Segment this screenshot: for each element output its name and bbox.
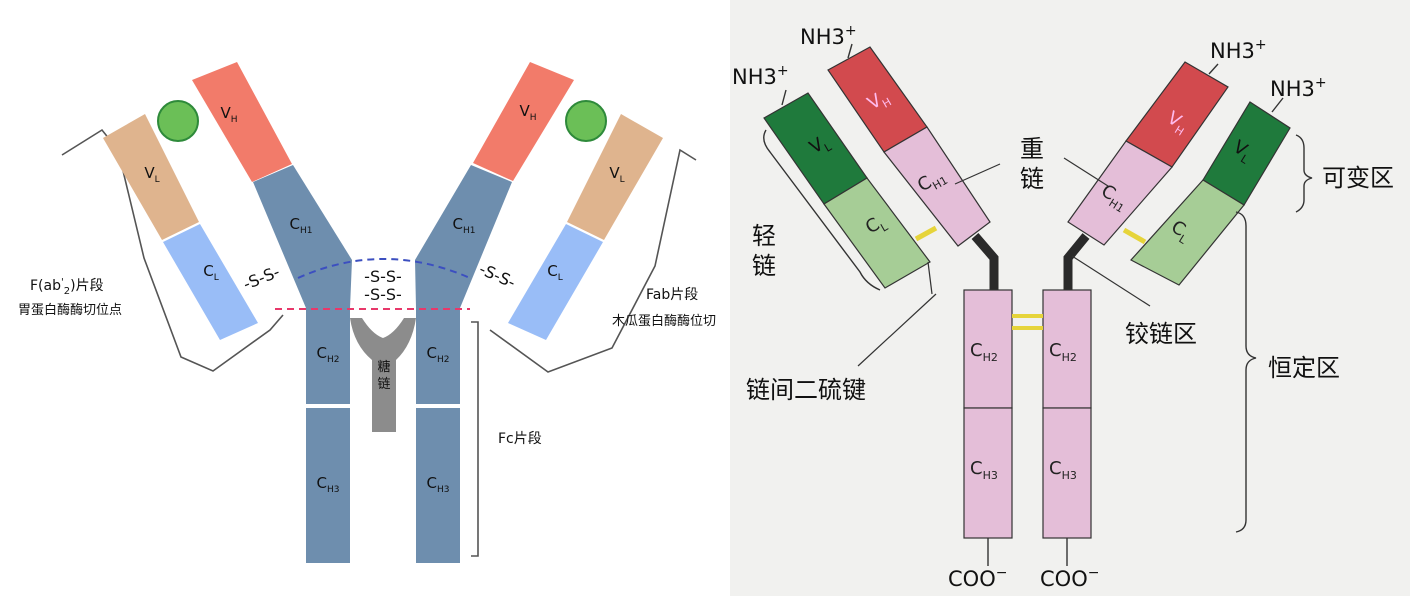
ch3-right-label: CH3: [427, 474, 450, 495]
fab2-fragment-label: F(ab'2)片段: [30, 277, 104, 297]
constant-region-label: 恒定区: [1268, 354, 1340, 382]
variable-brace: [1295, 134, 1313, 213]
papain-cut-line: [297, 258, 471, 279]
vh-right-segment: [473, 62, 574, 181]
ch2-left-segment-r: [963, 289, 1013, 409]
ch2-right-segment: [416, 308, 460, 404]
ch3-right-segment: [416, 408, 460, 563]
ch2-left-label: CH2: [317, 344, 340, 365]
ch2-left-label-r: CH2: [970, 340, 998, 364]
interchain-disulfide-label: 链间二硫键: [746, 376, 866, 404]
vh-right-label: VH: [519, 102, 536, 123]
nh3-label-1: NH3+: [732, 63, 789, 89]
ch3-right-segment-r: [1042, 407, 1092, 539]
ch2-left-segment: [306, 308, 350, 404]
ch3-left-segment: [306, 408, 350, 563]
ch1-right-segment: [415, 165, 512, 308]
ch1-right-segment-r: [1067, 140, 1173, 246]
ch3-left-label: CH3: [317, 474, 340, 495]
ch1-left-label: CH1: [290, 215, 313, 236]
ch3-right-label-r: CH3: [1049, 458, 1077, 482]
cl-left-segment-r: [823, 177, 931, 289]
vl-right-segment: [567, 114, 663, 240]
ch2-right-label: CH2: [427, 344, 450, 365]
vl-right-label: VL: [609, 164, 624, 185]
vh-left-segment: [192, 62, 292, 182]
papain-cleavage-label: 木瓜蛋白酶酶位切: [612, 313, 716, 329]
heavy-chain-label-1: 重: [1020, 135, 1044, 163]
ch1-left-segment: [253, 165, 352, 308]
ch1-right-label: CH1: [453, 215, 476, 236]
light-chain-brace: [763, 129, 881, 291]
ch2-right-label-r: CH2: [1049, 340, 1077, 364]
vl-left-segment: [103, 114, 199, 240]
hinge-left: [971, 233, 999, 292]
fc-bracket: [471, 321, 479, 557]
variable-region-label: 可变区: [1322, 164, 1394, 192]
left-antibody-diagram: VH VH VL VL CL CL CH1 CH1 CH2 CH2 CH3 CH…: [18, 62, 717, 563]
coo-label-1: COO−: [948, 565, 1007, 591]
cl-right-segment: [508, 224, 603, 340]
constant-brace: [1235, 211, 1257, 533]
ch3-left-segment-r: [963, 407, 1013, 539]
light-chain-label-1: 轻: [752, 222, 776, 250]
cl-left-segment: [163, 224, 258, 340]
fab-bracket: [489, 148, 697, 373]
vh-left-label: VH: [220, 104, 237, 125]
disulfide-center-label-1: -S-S-: [364, 267, 402, 286]
glycan-label-1: 糖: [377, 359, 390, 375]
glycan-label-2: 链: [377, 377, 390, 392]
cl-right-label: CL: [547, 262, 563, 283]
vl-left-label: VL: [144, 164, 159, 185]
nh3-label-2: NH3+: [800, 23, 857, 49]
fc-fragment-label: Fc片段: [498, 431, 542, 447]
hinge-region-label: 铰链区: [1125, 320, 1197, 348]
ch3-left-label-r: CH3: [970, 458, 998, 482]
pepsin-cleavage-label: 胃蛋白酶酶切位点: [18, 302, 122, 318]
hinge-right: [1063, 233, 1090, 292]
light-chain-label-2: 链: [752, 252, 776, 280]
ch1-left-segment-r: [883, 126, 991, 247]
lh-disulfide-left: [914, 225, 938, 242]
antigen-left-circle: [157, 100, 199, 142]
fab-fragment-label: Fab片段: [646, 287, 698, 303]
lh-disulfide-right: [1122, 227, 1147, 245]
ch2-right-segment-r: [1042, 289, 1092, 409]
fab2-bracket: [61, 128, 284, 372]
nh3-label-4: NH3+: [1270, 75, 1327, 101]
glycan-shape: [350, 318, 416, 432]
heavy-chain-label-2: 链: [1020, 165, 1044, 193]
cl-left-label: CL: [203, 262, 219, 283]
right-antibody-diagram: VL CL VH CH1 VH CH1 VL CL CH2 CH2 CH3 CH…: [730, 0, 1410, 596]
disulfide-center-label-2: -S-S-: [364, 285, 402, 304]
cl-right-segment-r: [1130, 179, 1245, 286]
antigen-right-circle: [565, 100, 607, 142]
nh3-label-3: NH3+: [1210, 37, 1267, 63]
coo-label-2: COO−: [1040, 565, 1099, 591]
